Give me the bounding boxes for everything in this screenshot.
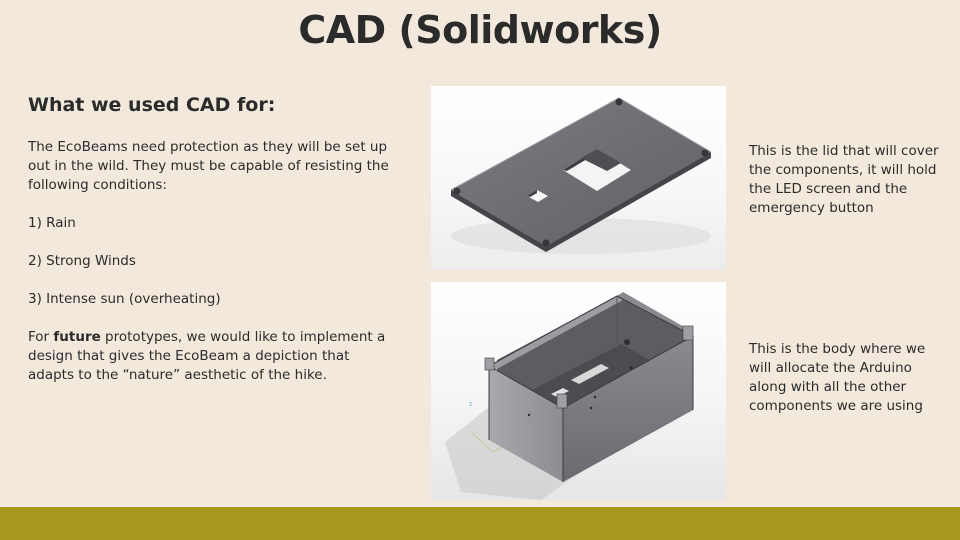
section-heading: What we used CAD for: (28, 94, 276, 116)
body-text: The EcoBeams need protection as they wil… (28, 138, 398, 404)
condition-rain: 1) Rain (28, 215, 76, 231)
future-rest: prototypes, we would like to implement a… (28, 329, 386, 383)
lid-caption: This is the lid that will cover the comp… (749, 143, 939, 216)
slide-title: CAD (Solidworks) (298, 8, 662, 52)
condition-intense-sun: 3) Intense sun (overheating) (28, 291, 221, 307)
svg-text:z: z (469, 401, 472, 408)
footer-band (0, 507, 960, 540)
future-paragraph: For future prototypes, we would like to … (28, 328, 398, 385)
condition-strong-winds: 2) Strong Winds (28, 253, 136, 269)
future-prefix: For (28, 329, 54, 345)
body-caption: This is the body where we will allocate … (749, 341, 926, 414)
cad-lid-icon (450, 97, 712, 254)
intro-paragraph: The EcoBeams need protection as they wil… (28, 139, 389, 193)
body-render-image: z (431, 282, 726, 500)
lid-render-image (431, 86, 726, 270)
cad-enclosure-body-icon: z (445, 292, 695, 500)
future-emphasis: future (53, 329, 101, 345)
